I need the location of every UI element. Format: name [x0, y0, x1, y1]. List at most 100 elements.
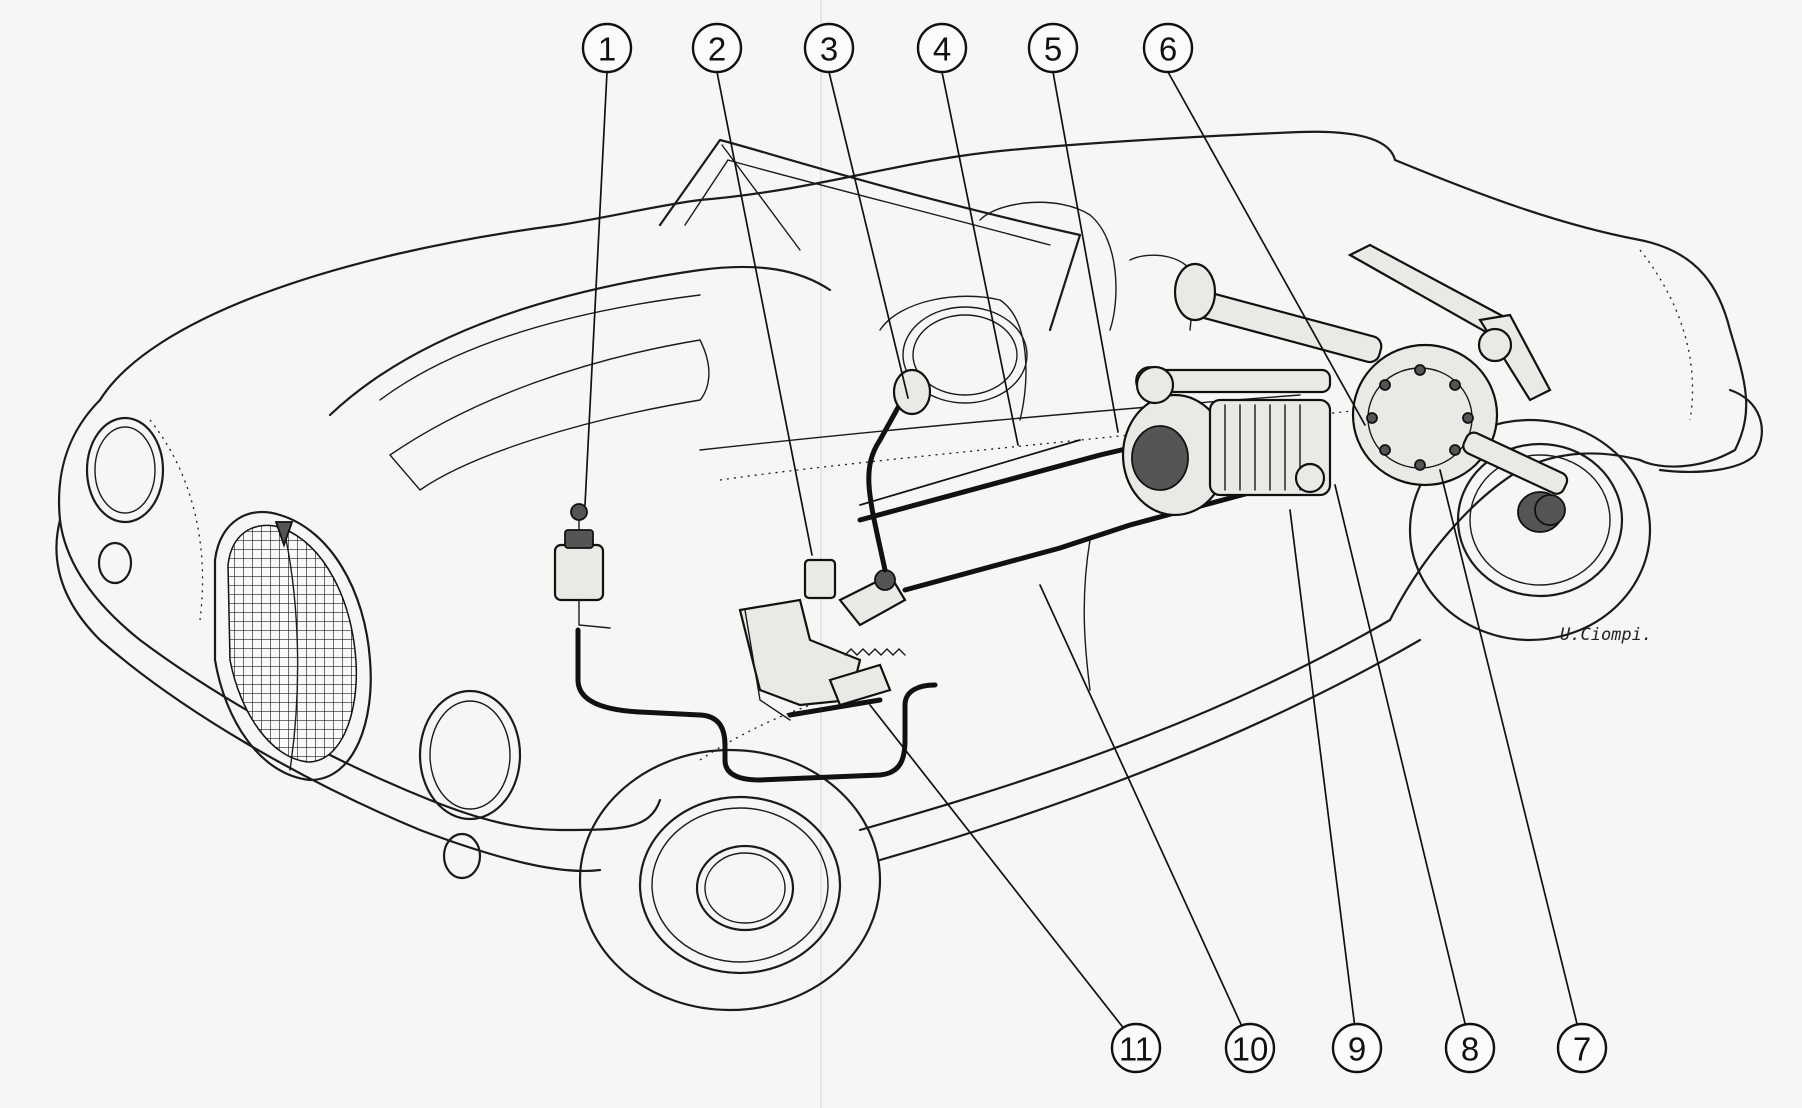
- leader-8: [1334, 484, 1471, 1045]
- return-spring: [844, 648, 906, 656]
- callout-7: 7: [1556, 1022, 1608, 1074]
- car-windscreen-glass: [684, 159, 1051, 246]
- car-roofline: [98, 130, 1748, 468]
- callout-11: 11: [1110, 1022, 1162, 1074]
- callout-5-label: 5: [1044, 31, 1062, 68]
- front-brake-pipe: [575, 627, 938, 783]
- handbrake-grip: [892, 368, 932, 416]
- handbrake-lever: [866, 392, 908, 573]
- fluid-reservoir-cap: [564, 529, 594, 549]
- callout-1-label: 1: [598, 31, 616, 68]
- fluid-reservoir: [553, 543, 605, 602]
- callout-9-label: 9: [1348, 1031, 1366, 1068]
- brake-system-components: [553, 243, 1569, 783]
- rear-right-hub: [1534, 494, 1566, 526]
- car-windscreen-frame: [658, 138, 1082, 332]
- master-cylinder: [828, 663, 892, 707]
- car-door-line: [1083, 539, 1091, 691]
- fluid-reservoir-knob: [570, 503, 588, 521]
- car-sill-lower: [878, 638, 1422, 862]
- leader-1: [584, 71, 608, 506]
- callout-leaders: [584, 71, 1583, 1045]
- front-hubcap-inner: [704, 852, 786, 924]
- callout-5: 5: [1027, 22, 1079, 74]
- right-headlight-rim: [429, 700, 511, 810]
- callout-3: 3: [803, 22, 855, 74]
- gearbox-fins: [1224, 404, 1301, 491]
- page-fold-line: [820, 0, 822, 1108]
- car-hood-scoop: [388, 339, 710, 491]
- reservoir-outlet: [578, 599, 611, 629]
- leader-4: [941, 71, 1019, 446]
- car-rear-bumper: [1658, 388, 1763, 473]
- gearbox-drum-face: [1131, 425, 1189, 491]
- callout-11-label: 11: [1119, 1031, 1153, 1068]
- callout-9: 9: [1331, 1022, 1383, 1074]
- leader-10: [1039, 584, 1251, 1045]
- rear-axle-tube: [1462, 431, 1569, 495]
- right-damper-top: [1477, 327, 1513, 363]
- callout-6: 6: [1142, 22, 1194, 74]
- rear-wheel-disc: [1456, 442, 1624, 598]
- leader-2: [716, 71, 813, 556]
- front-wheel-rim: [651, 807, 829, 963]
- car-dashboard: [879, 295, 1027, 421]
- upper-rear-line: [859, 439, 1081, 506]
- left-rear-mount: [1135, 365, 1175, 405]
- car-front-bumper: [55, 518, 602, 873]
- master-cylinder-pushrod: [787, 697, 883, 718]
- car-contour-rear: [1639, 249, 1694, 421]
- car-hood: [328, 265, 832, 417]
- left-rear-brake-drum: [1173, 262, 1217, 322]
- left-headlight: [85, 416, 165, 524]
- callout-4-label: 4: [933, 31, 951, 68]
- callout-markers: 1 2 3 4 5 6 7: [581, 22, 1608, 1074]
- callout-2-label: 2: [708, 31, 726, 68]
- rear-brake-pipe: [902, 487, 1263, 593]
- handbrake-pivot: [874, 569, 896, 591]
- leader-5: [1052, 71, 1119, 433]
- car-wheels: [578, 418, 1652, 1012]
- rear-link-bush: [1294, 462, 1326, 494]
- differential-bolts: [1366, 364, 1474, 471]
- leader-9: [1289, 509, 1358, 1045]
- callout-1: 1: [581, 22, 633, 74]
- front-wheel-disc: [638, 795, 842, 975]
- brake-switch: [803, 558, 837, 600]
- leader-6: [1167, 71, 1366, 426]
- callout-2: 2: [691, 22, 743, 74]
- car-front-details: [85, 416, 522, 880]
- callout-10-label: 10: [1232, 1031, 1269, 1068]
- car-steering-wheel: [902, 306, 1028, 404]
- artist-signature: U.Ciompi.: [1560, 625, 1652, 645]
- car-contour-fender: [699, 689, 861, 761]
- left-fog-lamp: [97, 541, 133, 585]
- right-fog-lamp: [442, 832, 482, 880]
- leader-11: [869, 704, 1137, 1045]
- brake-pedal-arm: [744, 609, 791, 721]
- rear-tire: [1408, 418, 1652, 642]
- leader-7: [1439, 469, 1583, 1045]
- grille-center-bar: [282, 524, 299, 771]
- callout-8-label: 8: [1461, 1031, 1479, 1068]
- car-seat-back: [979, 201, 1117, 331]
- grille-badge: [274, 521, 294, 548]
- callout-8: 8: [1444, 1022, 1496, 1074]
- callout-4: 4: [916, 22, 968, 74]
- car-contour-front: [149, 419, 204, 621]
- callout-6-label: 6: [1159, 31, 1177, 68]
- front-tire: [578, 748, 882, 1012]
- callout-7-label: 7: [1573, 1031, 1591, 1068]
- front-hubcap: [695, 844, 795, 932]
- radiator-grille-outline: [213, 510, 372, 782]
- rear-wheel-rim: [1469, 454, 1611, 586]
- left-rear-axle-tube: [1194, 291, 1383, 364]
- car-lower-side: [58, 398, 662, 832]
- right-headlight: [418, 689, 522, 821]
- callout-3-label: 3: [820, 31, 838, 68]
- car-sill: [858, 618, 1392, 832]
- left-headlight-rim: [94, 426, 156, 514]
- leader-3: [828, 71, 909, 399]
